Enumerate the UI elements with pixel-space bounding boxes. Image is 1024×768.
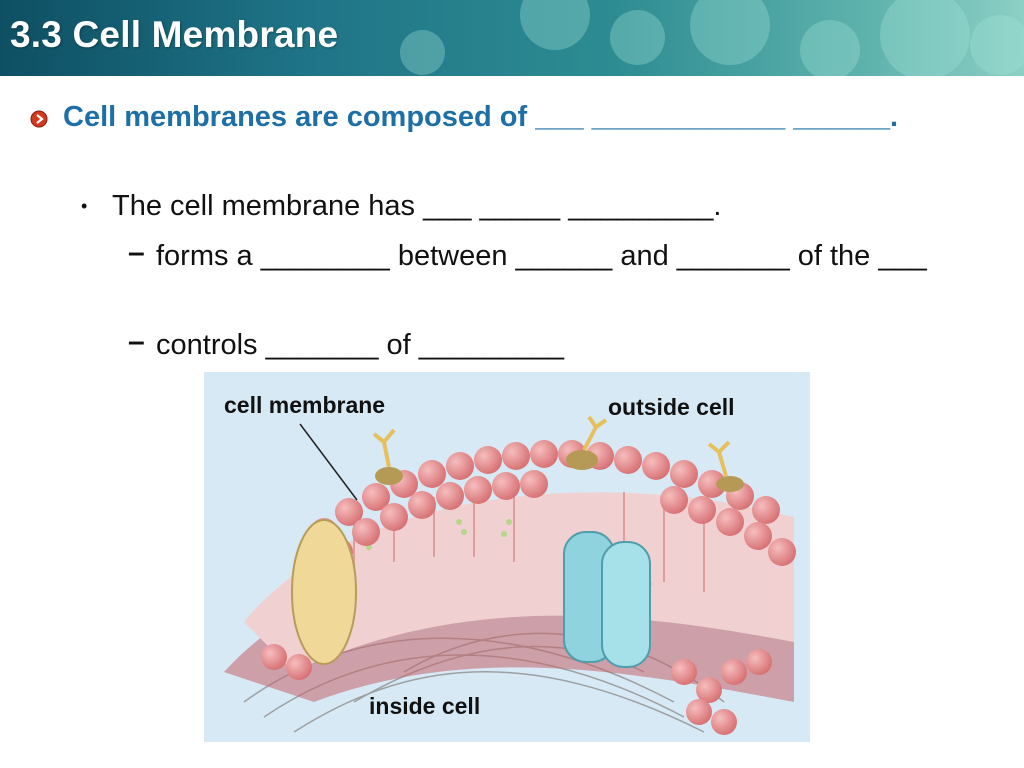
label-cell-membrane: cell membrane [224,392,386,418]
cell-membrane-diagram: cell membrane outside cell inside cell [204,372,810,742]
bullet-arrow-icon [30,110,48,128]
integral-protein [291,519,357,665]
bullet-dot-icon: • [81,196,88,216]
slide-title: 3.3 Cell Membrane [10,14,339,55]
label-inside-cell: inside cell [369,693,481,719]
sub-bullet-2: controls _______ of _________ [156,329,564,361]
channel-protein [563,531,651,668]
bullet-level2-text: The cell membrane has ___ _____ ________… [112,190,722,222]
membrane-pointer-line [299,423,358,501]
bullet-level1-text: Cell membranes are composed of ___ _____… [63,101,899,133]
label-outside-cell: outside cell [608,394,735,420]
sub-bullet-1: forms a ________ between ______ and ____… [156,240,927,272]
dash-icon: – [128,325,145,358]
slide-header: 3.3 Cell Membrane [0,0,1024,76]
membrane-illustration [224,415,796,735]
dash-icon: – [128,236,145,269]
